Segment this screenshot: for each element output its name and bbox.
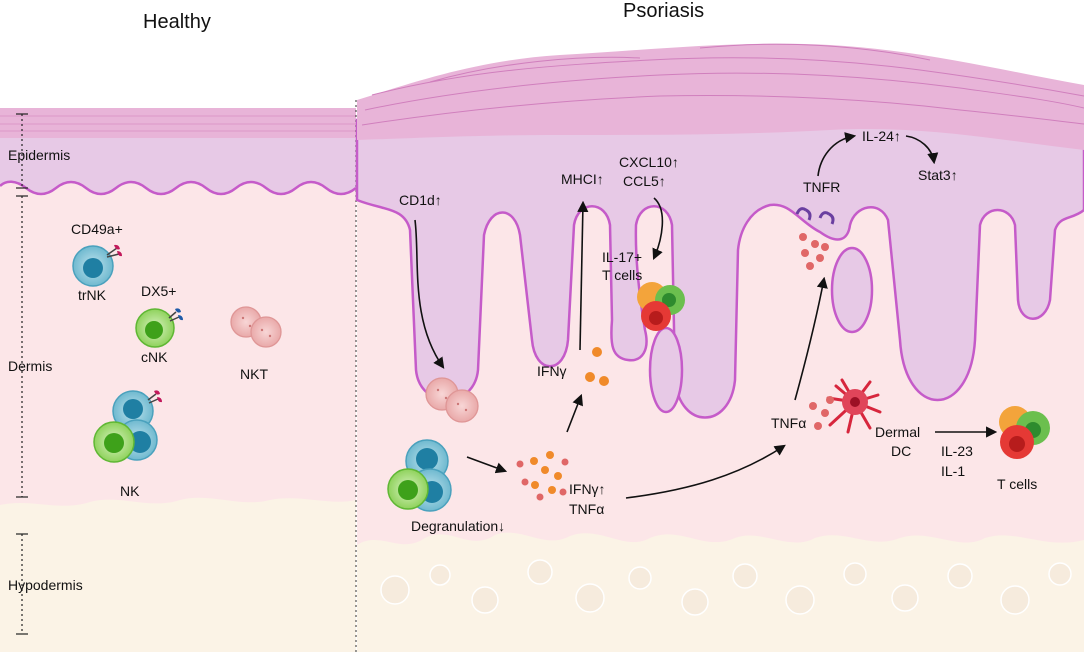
label-tcells: T cells bbox=[997, 476, 1037, 492]
healthy-panel: Epidermis Dermis Hypodermis CD49a+ trNK … bbox=[0, 11, 357, 652]
label-cnk: cNK bbox=[141, 349, 168, 365]
label-tnfr: TNFR bbox=[803, 179, 840, 195]
corneum-fibers bbox=[361, 43, 1084, 126]
label-ifng: IFNγ bbox=[537, 363, 567, 379]
dermal-dc-cell bbox=[826, 378, 882, 434]
tnfr-receptors bbox=[795, 207, 835, 225]
label-tnfa-dc: TNFα bbox=[771, 415, 806, 431]
tnfr-dots bbox=[799, 233, 829, 270]
label-trnk: trNK bbox=[78, 287, 107, 303]
arrow-tnfa-to-tnfr bbox=[794, 276, 828, 401]
psoriasis-panel: Psoriasis Degranulation↓ bbox=[355, 0, 1084, 652]
arrow-tnfr-to-il24 bbox=[817, 132, 857, 177]
arrow-tnfa-to-dc bbox=[625, 444, 786, 499]
ridge-section-1 bbox=[648, 326, 684, 414]
psoriasis-hypodermis bbox=[357, 532, 1084, 652]
label-stat3: Stat3↑ bbox=[918, 167, 958, 183]
label-cd1d: CD1d↑ bbox=[399, 192, 442, 208]
healthy-stratum-corneum bbox=[0, 108, 356, 138]
label-degranulation: Degranulation↓ bbox=[411, 518, 505, 534]
nk-cluster bbox=[93, 390, 162, 463]
psoriasis-epidermis bbox=[355, 118, 1084, 419]
arrow-cxcl10 bbox=[652, 197, 664, 261]
tnfa-dots-dermis bbox=[516, 458, 569, 501]
label-il17: IL-17+ bbox=[602, 249, 642, 265]
label-tnfa: TNFα bbox=[569, 501, 604, 517]
label-cxcl10: CXCL10↑ bbox=[619, 154, 679, 170]
ifng-granules-dermis bbox=[530, 451, 562, 494]
label-dermal: Dermal bbox=[875, 424, 920, 440]
label-epidermis: Epidermis bbox=[8, 147, 70, 163]
label-nk: NK bbox=[120, 483, 140, 499]
layer-brackets bbox=[16, 113, 28, 635]
healthy-basement-membrane bbox=[0, 180, 357, 196]
label-il1: IL-1 bbox=[941, 463, 965, 479]
psoriasis-nk-cluster bbox=[387, 439, 452, 512]
healthy-hypodermis bbox=[0, 497, 356, 652]
ifng-granules-ridge bbox=[585, 347, 609, 386]
label-ifng-up: IFNγ↑ bbox=[569, 481, 606, 497]
dermis-tcells bbox=[999, 406, 1050, 459]
arrow-degranulation bbox=[466, 456, 508, 474]
nkt-cell bbox=[230, 306, 282, 348]
trnk-cell bbox=[72, 244, 122, 287]
psoriasis-stratum-corneum bbox=[357, 43, 1084, 151]
arrow-cd1d bbox=[414, 219, 445, 369]
arrow-ifng-ridge bbox=[566, 393, 583, 433]
arrow-il24-to-stat3 bbox=[905, 135, 939, 165]
healthy-corneum-lines bbox=[0, 115, 356, 132]
psoriasis-nkt-cell bbox=[425, 377, 479, 423]
cnk-cell bbox=[135, 308, 183, 348]
label-il24: IL-24↑ bbox=[862, 128, 901, 144]
tnfa-dots-dc bbox=[809, 396, 834, 430]
ridge-section-2 bbox=[830, 246, 874, 334]
hypodermis-fat-cells bbox=[380, 559, 1072, 616]
label-il17-tcells: T cells bbox=[602, 267, 642, 283]
label-ccl5: CCL5↑ bbox=[623, 173, 666, 189]
label-dc: DC bbox=[891, 443, 911, 459]
arrow-mhci bbox=[577, 200, 589, 351]
title-healthy: Healthy bbox=[143, 11, 211, 33]
label-mhci: MHCI↑ bbox=[561, 171, 604, 187]
title-psoriasis: Psoriasis bbox=[623, 0, 704, 22]
label-il23: IL-23 bbox=[941, 443, 973, 459]
label-nkt: NKT bbox=[240, 366, 268, 382]
label-cd49a: CD49a+ bbox=[71, 221, 123, 237]
label-hypodermis: Hypodermis bbox=[8, 577, 83, 593]
il17-tcells bbox=[637, 282, 685, 331]
label-dx5: DX5+ bbox=[141, 283, 176, 299]
label-dermis: Dermis bbox=[8, 358, 52, 374]
